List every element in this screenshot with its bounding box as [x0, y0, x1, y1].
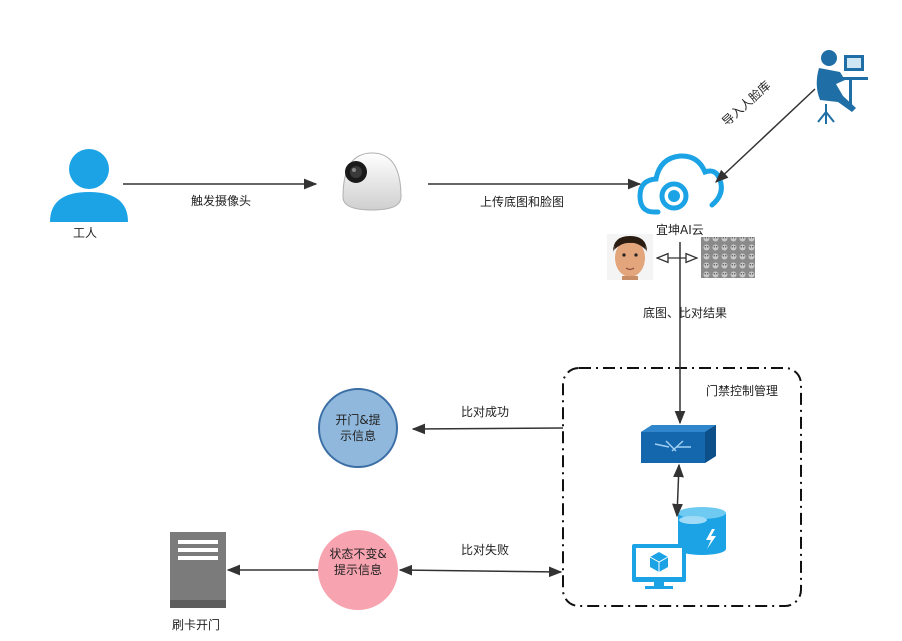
cloud-label: 宜坤AI云: [656, 223, 704, 237]
edge-label-match-success: 比对成功: [461, 405, 510, 419]
worker-label: 工人: [73, 226, 98, 240]
edge-label-trigger-camera: 触发摄像头: [191, 194, 252, 208]
router-icon: [641, 425, 716, 463]
arrow-to-success: [411, 423, 564, 435]
fail-result-text: 状态不变&提示信息: [329, 547, 387, 577]
edge-label-match-fail: 比对失败: [461, 543, 510, 557]
server-icon: [170, 532, 226, 608]
worker-person-icon: [50, 149, 128, 222]
success-result-text: 开门&提示信息: [335, 413, 381, 443]
arrow-fail-bidirectional: [398, 564, 563, 578]
access-control-container: [562, 367, 802, 607]
access-control-label: 门禁控制管理: [706, 384, 779, 398]
cloud-icon: [637, 153, 724, 215]
edge-label-return-result: 底图、比对结果: [643, 306, 728, 320]
database-icon: [678, 507, 726, 555]
success-result-node: [318, 388, 398, 468]
face-library-icon: [701, 237, 755, 278]
admin-workstation-icon: [816, 50, 868, 124]
monitor-icon: [632, 544, 686, 589]
face-photo-icon: [607, 234, 653, 280]
arrow-admin-to-cloud: [715, 88, 816, 183]
edge-label-upload-images: 上传底图和脸图: [480, 195, 565, 209]
dome-camera-icon: [342, 152, 402, 211]
card-door-label: 刷卡开门: [172, 618, 221, 632]
fail-result-node: [318, 530, 398, 610]
arrow-router-database: [672, 463, 684, 518]
